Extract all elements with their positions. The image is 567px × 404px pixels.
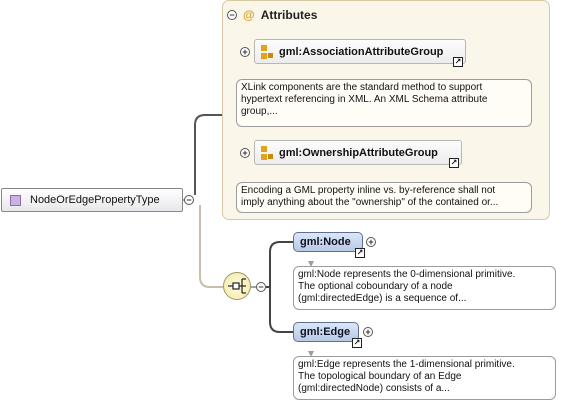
description-line: hypertext referencing in XML. An XML Sch… [241,94,488,105]
description-line: gml:Edge represents the 1-dimensional pr… [298,359,515,370]
description-line: Encoding a GML property inline vs. by-re… [241,185,496,196]
choice-icon [228,278,246,294]
description-line: The topological boundary of an Edge [298,371,462,382]
ownership-group-description: Encoding a GML property inline vs. by-re… [236,182,532,213]
external-link-icon[interactable]: ↗ [449,158,459,168]
collapse-choice-button[interactable]: − [256,282,266,292]
attribute-group-icon [261,44,273,59]
node-element[interactable]: gml:Node [293,232,363,252]
attributes-header: − @ Attributes [227,7,317,23]
expand-ownership-group-button[interactable]: + [240,148,250,158]
group-name: gml:AssociationAttributeGroup [279,45,444,58]
group-name: gml:OwnershipAttributeGroup [279,146,438,159]
expand-edge-button[interactable]: + [363,327,373,337]
attribute-group-icon [261,145,273,160]
collapse-attributes-button[interactable]: − [227,10,237,20]
description-line: The optional coboundary of a node [298,281,453,292]
external-link-icon[interactable]: ↗ [352,338,362,348]
association-attribute-group[interactable]: gml:AssociationAttributeGroup [254,39,466,64]
expand-node-button[interactable]: + [366,237,376,247]
complex-type-icon [10,194,21,206]
element-name: gml:Edge [300,326,351,338]
description-line: gml:Node represents the 0-dimensional pr… [298,269,516,280]
node-description: gml:Node represents the 0-dimensional pr… [293,266,556,310]
attributes-title: Attributes [260,8,318,22]
root-type-label: NodeOrEdgePropertyType [30,194,160,206]
expand-association-group-button[interactable]: + [240,47,250,57]
edge-element[interactable]: gml:Edge [293,322,359,342]
edge-description: gml:Edge represents the 1-dimensional pr… [293,356,556,400]
description-line: XLink components are the standard method… [241,82,483,93]
description-line: imply anything about the "ownership" of … [241,197,499,208]
external-link-icon[interactable]: ↗ [453,57,463,67]
description-line: (gml:directedEdge) is a sequence of... [298,293,467,304]
root-type-node[interactable]: NodeOrEdgePropertyType [1,188,183,212]
description-line: group,... [241,106,278,117]
choice-compositor[interactable] [223,272,251,300]
element-name: gml:Node [300,236,351,248]
attribute-at-icon: @ [243,8,255,22]
association-group-description: XLink components are the standard method… [236,79,532,127]
collapse-root-button[interactable]: − [184,195,194,205]
external-link-icon[interactable]: ↗ [355,248,365,258]
description-line: (gml:directedNode) consists of a... [298,383,450,394]
ownership-attribute-group[interactable]: gml:OwnershipAttributeGroup [254,140,462,165]
